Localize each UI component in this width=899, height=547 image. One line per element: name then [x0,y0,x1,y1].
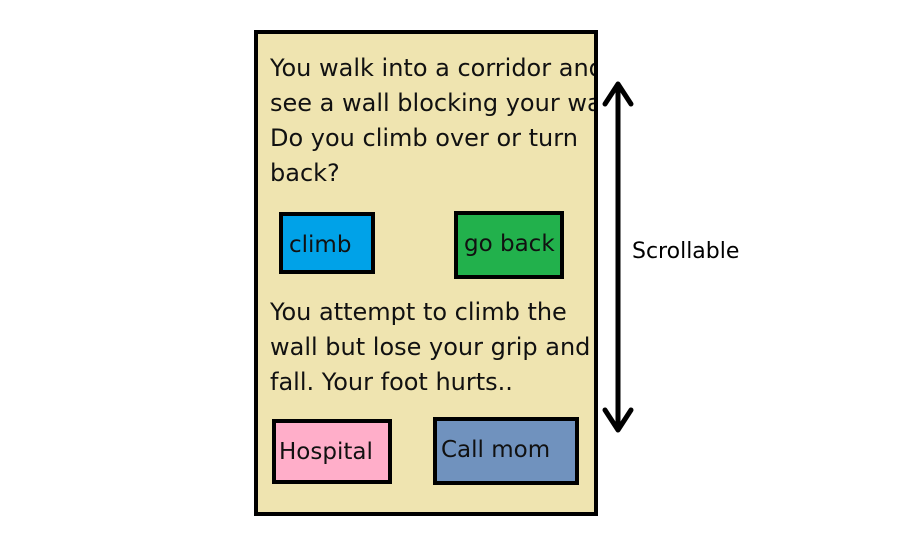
story-line: Do you climb over or turn [270,124,578,152]
story-passage-2: You attempt to climb the wall but lose y… [270,295,594,400]
story-line: fall. Your foot hurts.. [270,368,513,396]
scrollable-story-screen[interactable]: You walk into a corridor and see a wall … [254,30,598,516]
story-line: see a wall blocking your way. [270,89,598,117]
scrollable-label: Scrollable [632,239,740,264]
story-line: You walk into a corridor and [270,54,598,82]
climb-button[interactable]: climb [279,212,375,274]
story-line: wall but lose your grip and [270,333,591,361]
hospital-button[interactable]: Hospital [272,419,392,484]
call-mom-button[interactable]: Call mom [433,417,579,485]
double-headed-vertical-arrow-icon [602,81,634,433]
story-line: You attempt to climb the [270,298,567,326]
go-back-button[interactable]: go back [454,211,564,279]
story-passage-1: You walk into a corridor and see a wall … [270,51,598,191]
story-line: back? [270,159,340,187]
